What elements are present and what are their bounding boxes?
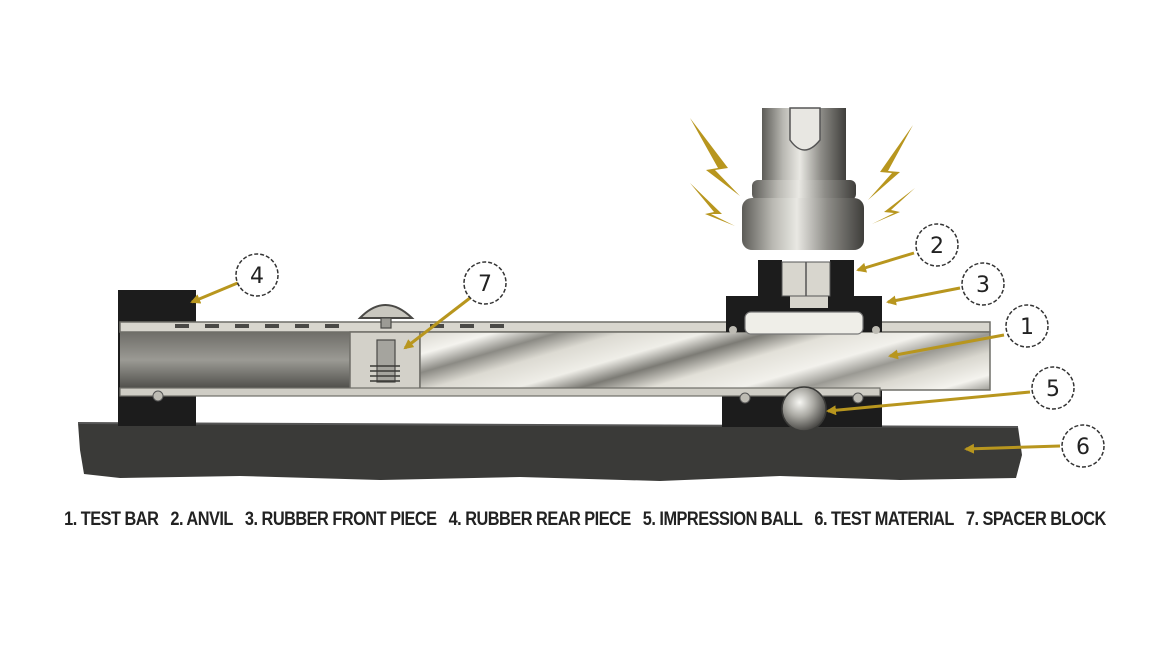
- callout-number: 2: [930, 234, 944, 259]
- tester-body: [120, 330, 350, 390]
- test-material: [78, 423, 1022, 481]
- arrow-1: [888, 333, 1005, 360]
- hammer: [742, 107, 864, 250]
- bottom-rail: [119, 387, 881, 397]
- callout-number: 5: [1046, 377, 1060, 402]
- legend-item-6: 6. TEST MATERIAL: [814, 509, 954, 530]
- top-plate-slots: [175, 324, 504, 328]
- parts-legend: 1. TEST BAR 2. ANVIL 3. RUBBER FRONT PIE…: [64, 500, 1106, 540]
- legend-item-4: 4. RUBBER REAR PIECE: [448, 509, 632, 530]
- callout-number: 6: [1076, 435, 1090, 460]
- arrow-5: [826, 390, 1031, 416]
- callout-7: 7: [463, 261, 507, 305]
- arrow-2: [856, 251, 915, 273]
- legend-item-1: 1. TEST BAR: [64, 509, 159, 530]
- legend-item-5: 5. IMPRESSION BALL: [642, 509, 803, 530]
- callout-2: 2: [915, 223, 959, 267]
- arrow-3: [886, 286, 961, 306]
- adjustment-knob: [357, 304, 415, 383]
- anvil: [758, 260, 854, 297]
- callout-1: 1: [1005, 304, 1049, 348]
- impression-plate: [744, 311, 864, 335]
- arrow-4: [190, 280, 241, 304]
- callout-3: 3: [961, 262, 1005, 306]
- callout-number: 3: [976, 273, 990, 298]
- callout-number: 1: [1020, 315, 1034, 340]
- impact-lightning: [690, 118, 915, 226]
- arrow-7: [403, 296, 471, 350]
- callout-5: 5: [1031, 366, 1075, 410]
- arrow-6: [964, 443, 1061, 454]
- callout-6: 6: [1061, 424, 1105, 468]
- callout-number: 7: [478, 272, 492, 297]
- callout-4: 4: [235, 253, 279, 297]
- legend-item-2: 2. ANVIL: [170, 509, 233, 530]
- impression-ball: [781, 386, 827, 432]
- legend-item-7: 7. SPACER BLOCK: [965, 509, 1106, 530]
- legend-item-3: 3. RUBBER FRONT PIECE: [244, 509, 437, 530]
- callout-arrows: [190, 251, 1061, 454]
- callout-number: 4: [250, 264, 264, 289]
- test-bar: [419, 331, 991, 391]
